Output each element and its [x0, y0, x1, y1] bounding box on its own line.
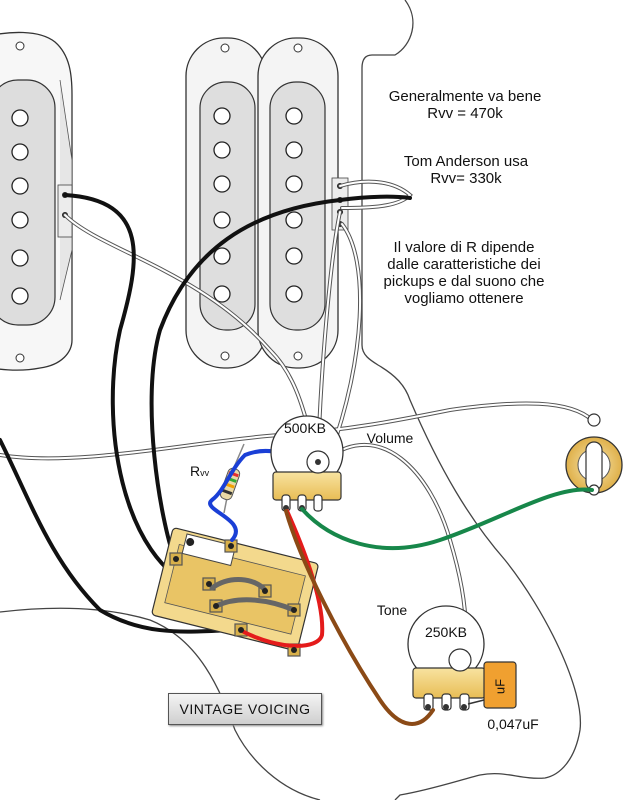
note-tom-anderson-line2: Rvv= 330k: [430, 170, 502, 187]
resistor-label-main: R: [190, 463, 201, 479]
five-way-switch: [151, 527, 319, 657]
tone-label: Tone: [376, 602, 408, 618]
note-generally-ok-line1: Generalmente va bene: [388, 88, 542, 105]
note-r-value-line3: pickups e dal suono che: [383, 273, 545, 290]
capacitor-unit: uF: [492, 678, 508, 695]
resistor-rvv: [219, 443, 245, 514]
pickguard-outline: [361, 0, 582, 800]
bridge-humbucker-pickup: [185, 37, 349, 369]
grey-jumper-wires: [209, 577, 297, 613]
resistor-label: Rvv: [190, 463, 220, 482]
vintage-voicing-badge: VINTAGE VOICING: [168, 693, 322, 725]
resistor-label-sub: vv: [200, 468, 210, 478]
pickguard-lower-edge: [0, 607, 321, 800]
volume-label: Volume: [366, 430, 414, 446]
note-r-value-line4: vogliamo ottenere: [404, 290, 524, 307]
green-wire: [300, 487, 594, 550]
note-generally-ok-line2: Rvv = 470k: [427, 105, 503, 122]
tone-pot-value: 250KB: [424, 624, 468, 640]
capacitor: [467, 661, 517, 709]
note-r-value-line2: dalle caratteristiche dei: [387, 256, 541, 273]
note-r-value: Il valore di R dipende dalle caratterist…: [364, 239, 564, 307]
output-jack: [565, 413, 623, 496]
solder-points: [173, 543, 297, 653]
volume-pot-value: 500KB: [283, 420, 327, 436]
red-wire: [242, 509, 325, 648]
neck-single-coil-pickup: [0, 31, 73, 371]
volume-pot: [270, 415, 344, 512]
note-r-value-line1: Il valore di R dipende: [393, 239, 535, 256]
capacitor-value: 0,047uF: [487, 716, 539, 732]
brown-wire: [284, 509, 435, 726]
tone-pot: [407, 605, 486, 711]
note-generally-ok: Generalmente va bene Rvv = 470k: [365, 88, 565, 122]
note-tom-anderson: Tom Anderson usa Rvv= 330k: [366, 153, 566, 187]
note-tom-anderson-line1: Tom Anderson usa: [403, 153, 529, 170]
